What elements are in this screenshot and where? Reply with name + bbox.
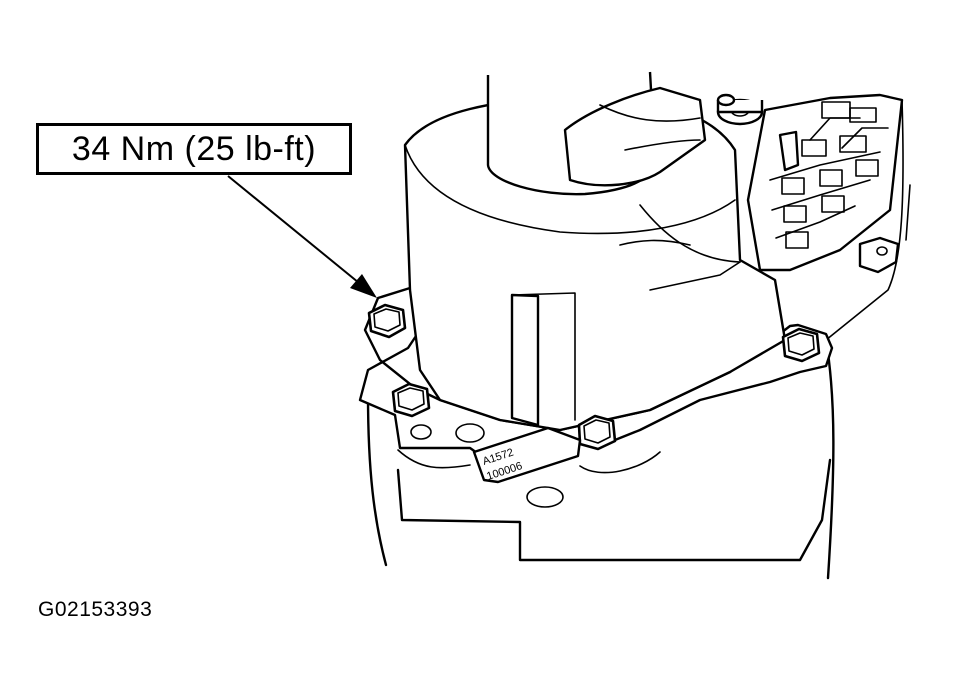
bolt-front-left xyxy=(391,382,431,418)
callout-leader-arrow xyxy=(227,175,377,298)
torque-callout: 34 Nm (25 lb-ft) xyxy=(36,123,352,175)
bolt-right xyxy=(781,327,821,363)
ribbed-section xyxy=(746,93,904,274)
bolt-rear-left xyxy=(367,303,407,339)
bolt-front-center xyxy=(577,414,617,451)
valve-cap xyxy=(716,93,764,126)
input-shaft xyxy=(486,71,707,196)
lower-housing xyxy=(366,99,911,580)
figure-id: G02153393 xyxy=(38,598,153,621)
torque-label: 34 Nm (25 lb-ft) xyxy=(71,129,317,168)
id-tag: A1572 100006 xyxy=(472,426,582,484)
